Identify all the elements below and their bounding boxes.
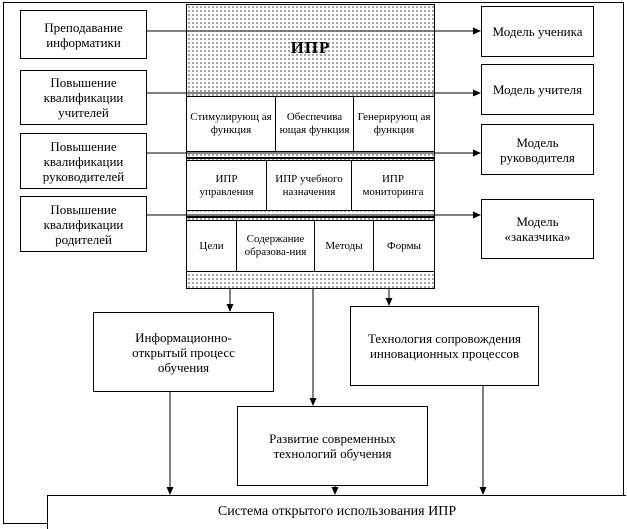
separator-band-2 xyxy=(187,216,434,218)
model-manager: Модель руководителя xyxy=(481,124,594,175)
section-monitoring: ИПР мониторинга xyxy=(352,161,434,210)
component-content: Содержание образова-ния xyxy=(237,221,315,271)
ipr-title: ИПР xyxy=(290,38,331,57)
section-educational: ИПР учебного назначения xyxy=(267,161,352,210)
component-forms: Формы xyxy=(374,221,434,271)
input-parent-qualification: Повышение квалификации родителей xyxy=(20,196,147,252)
components-row: Цели Содержание образова-ния Методы Форм… xyxy=(187,220,434,272)
input-teacher-qualification: Повышение квалификации учителей xyxy=(20,70,147,125)
function-providing: Обеспечива ющая функция xyxy=(276,97,354,151)
model-student: Модель ученика xyxy=(481,6,594,57)
functions-row: Стимулирующ ая функция Обеспечива ющая ф… xyxy=(187,96,434,152)
model-teacher: Модель учителя xyxy=(481,64,594,115)
section-management: ИПР управления xyxy=(187,161,267,210)
ipr-block: ИПР Стимулирующ ая функция Обеспечива ющ… xyxy=(186,4,435,289)
model-customer: Модель «заказчика» xyxy=(481,199,594,259)
input-teaching-informatics: Преподавание информатики xyxy=(20,10,147,59)
system-box: Система открытого использования ИПР xyxy=(47,495,626,529)
function-generating: Генерирующ ая функция xyxy=(354,97,434,151)
modern-tech-box: Развитие современных технологий обучения xyxy=(237,406,428,486)
separator-band-1 xyxy=(187,157,434,159)
function-stimulating: Стимулирующ ая функция xyxy=(187,97,276,151)
process-open-box: Информационно-открытый процесс обучения xyxy=(93,312,274,392)
input-manager-qualification: Повышение квалификации руководителей xyxy=(20,133,147,189)
component-methods: Методы xyxy=(315,221,374,271)
tech-support-box: Технология сопровождения инновационных п… xyxy=(350,306,539,386)
sections-row: ИПР управления ИПР учебного назначения И… xyxy=(187,160,434,211)
component-goals: Цели xyxy=(187,221,237,271)
